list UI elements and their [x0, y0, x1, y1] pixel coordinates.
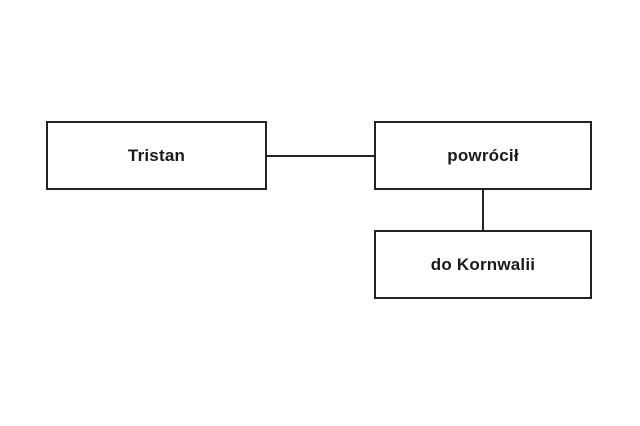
connector-subject-to-predicate: [266, 155, 376, 157]
node-label-adverbial: do Kornwalii: [430, 255, 536, 274]
diagram-node-predicate[interactable]: powrócił: [374, 121, 592, 190]
diagram-node-subject[interactable]: Tristan: [46, 121, 267, 190]
connector-predicate-to-adverbial: [482, 189, 484, 232]
node-label-subject: Tristan: [127, 146, 186, 165]
diagram-node-adverbial[interactable]: do Kornwalii: [374, 230, 592, 299]
node-label-predicate: powrócił: [447, 146, 519, 165]
